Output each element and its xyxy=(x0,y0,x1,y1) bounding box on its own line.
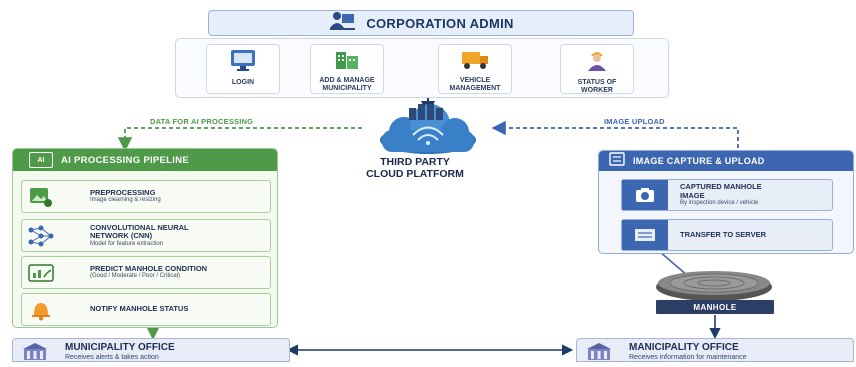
status-of-worker-card[interactable]: STATUS OF WORKER xyxy=(560,44,634,94)
document-icon xyxy=(609,151,625,171)
login-card[interactable]: LOGIN xyxy=(206,44,280,94)
manhole-cover-icon xyxy=(656,271,772,301)
manhole-label: MANHOLE xyxy=(656,300,774,314)
camera-icon xyxy=(622,180,668,210)
server-transfer-icon xyxy=(622,220,668,250)
step-subtitle: By inspection device / vehicle xyxy=(680,200,759,206)
step-title: PREDICT MANHOLE CONDITION xyxy=(90,263,208,273)
cloud-platform-label: THIRD PARTY CLOUD PLATFORM xyxy=(330,156,500,180)
menu-label-vehicle: VEHICLE MANAGEMENT xyxy=(449,77,501,92)
step-subtitle: Model for feature extraction xyxy=(90,240,164,247)
office-building-icon xyxy=(585,342,613,367)
step-notify: NOTIFY MANHOLE STATUS xyxy=(21,293,271,326)
corporation-admin-header: CORPORATION ADMIN xyxy=(208,10,634,36)
step-cnn: CONVOLUTIONAL NEURAL NETWORK (CNN) Model… xyxy=(21,219,271,252)
ai-processing-pipeline: AI AI PROCESSING PIPELINE PREPROCESSING … xyxy=(12,148,278,328)
admin-menu-row: LOGIN ADD & MANAGE MUNICIPALITY VEHICLE … xyxy=(175,38,669,98)
step-subtitle: Image clearning & resizing xyxy=(90,197,161,204)
step-predict: PREDICT MANHOLE CONDITION (Good / Modera… xyxy=(21,256,271,289)
neural-network-icon xyxy=(22,224,60,248)
step-subtitle: (Good / Moderate / Poor / Critical) xyxy=(90,273,181,280)
data-for-ai-arrow xyxy=(117,127,362,152)
bell-icon xyxy=(22,299,60,321)
office-subtitle: Receives information for maintenance xyxy=(629,354,747,361)
menu-label-worker: STATUS OF WORKER xyxy=(577,79,617,94)
step-title: CAPTURED MANHOLE IMAGE xyxy=(680,182,762,200)
image-capture-header: IMAGE CAPTURE & UPLOAD xyxy=(599,151,853,171)
login-monitor-icon xyxy=(229,48,257,77)
worker-icon xyxy=(584,48,610,77)
image-upload-label: IMAGE UPLOAD xyxy=(604,117,665,126)
step-captured-image: CAPTURED MANHOLE IMAGE By inspection dev… xyxy=(621,179,833,211)
menu-label-login: LOGIN xyxy=(231,79,255,86)
step-title: NOTIFY MANHOLE STATUS xyxy=(90,304,189,314)
office-title: MANICIPALITY OFFICE xyxy=(629,342,739,353)
building-icon xyxy=(333,48,361,75)
step-preprocessing: PREPROCESSING Image clearning & resizing xyxy=(21,180,271,213)
ai-pipeline-title: AI PROCESSING PIPELINE xyxy=(61,154,190,166)
image-capture-title: IMAGE CAPTURE & UPLOAD xyxy=(633,156,765,166)
image-capture-upload: IMAGE CAPTURE & UPLOAD CAPTURED MANHOLE … xyxy=(598,150,854,254)
add-manage-municipality-card[interactable]: ADD & MANAGE MUNICIPALITY xyxy=(310,44,384,94)
image-upload-arrow xyxy=(491,120,739,148)
cloud-label-line1: THIRD PARTY xyxy=(380,156,450,168)
step-transfer-server: TRANSFER TO SERVER xyxy=(621,219,833,251)
municipality-office-right: MANICIPALITY OFFICE Receives information… xyxy=(576,338,854,362)
admin-title: CORPORATION ADMIN xyxy=(366,15,514,31)
image-gear-icon xyxy=(22,186,60,208)
municipality-office-left: MUNICIPALITY OFFICE Receives alerts & ta… xyxy=(12,338,290,362)
truck-icon xyxy=(460,48,490,75)
step-title: PREPROCESSING xyxy=(90,187,156,197)
cloud-server-icon xyxy=(380,104,476,154)
predict-chart-icon xyxy=(22,262,60,284)
admin-desk-icon xyxy=(328,11,356,36)
step-title: TRANSFER TO SERVER xyxy=(680,229,766,239)
office-building-icon xyxy=(21,342,49,367)
cloud-label-line2: CLOUD PLATFORM xyxy=(366,168,464,180)
ai-chip-icon: AI xyxy=(29,152,53,168)
step-title: CONVOLUTIONAL NEURAL NETWORK (CNN) xyxy=(90,222,189,240)
data-for-ai-label: DATA FOR AI PROCESSING xyxy=(150,117,254,126)
vehicle-management-card[interactable]: VEHICLE MANAGEMENT xyxy=(438,44,512,94)
office-subtitle: Receives alerts & takes action xyxy=(65,354,159,361)
office-title: MUNICIPALITY OFFICE xyxy=(65,342,175,353)
menu-label-municipality: ADD & MANAGE MUNICIPALITY xyxy=(319,77,375,92)
ai-pipeline-header: AI AI PROCESSING PIPELINE xyxy=(13,149,277,171)
